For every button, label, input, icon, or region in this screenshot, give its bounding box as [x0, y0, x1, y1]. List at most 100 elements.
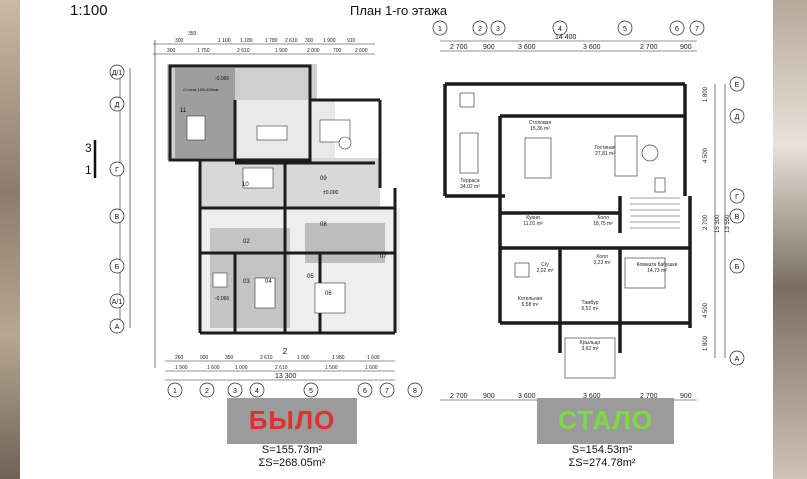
room-name: Гостиная [595, 145, 616, 151]
room-number: 07 [380, 254, 387, 260]
bottom-dim: 2 700 [450, 393, 468, 400]
top-dim-2: 1 750 [197, 48, 210, 54]
top-dim: 2 700 [450, 44, 468, 51]
bottom-dim-2: 1 900 [175, 365, 188, 371]
bottom-dim: 900 [200, 355, 209, 361]
after-label: СТАЛО [537, 398, 674, 444]
bottom-dim: 350 [225, 355, 234, 361]
room-name: Комната бабушки [637, 262, 678, 268]
section-mark: 2 [283, 347, 288, 356]
bottom-dim-2: 2 610 [275, 365, 288, 371]
top-dim: 3 600 [518, 44, 536, 51]
bottom-dim-2: 1 500 [325, 365, 338, 371]
floor-plan-before: 300 350 1 100 1 180 1 780 2 610 300 1 90… [85, 31, 423, 398]
room-number: 10 [242, 182, 249, 188]
top-dim: 3 600 [583, 44, 601, 51]
bottom-dim-2: 1 600 [207, 365, 220, 371]
top-dim: 900 [680, 44, 692, 51]
column-axis-label: 7 [695, 26, 699, 33]
overall-width: 13 300 [275, 373, 297, 380]
top-dim: 2 700 [640, 44, 658, 51]
row-axis-label: Б [735, 264, 740, 271]
top-dim: 1 780 [265, 38, 278, 44]
column-axis-label: 1 [173, 388, 177, 395]
top-dim: 900 [483, 44, 495, 51]
bottom-dim: 1 980 [332, 355, 345, 361]
row-axis-label: Г [735, 194, 739, 201]
before-label: БЫЛО [227, 398, 357, 444]
top-dim: 1 900 [323, 38, 336, 44]
top-dim-2: 2 000 [307, 48, 320, 54]
column-axis-label: 8 [413, 388, 417, 395]
row-axis-label: Д [735, 114, 740, 121]
room-number: 05 [307, 274, 314, 280]
room-area: 2,02 m² [537, 268, 554, 274]
top-dim: 350 [188, 31, 197, 37]
column-axis-label: 3 [233, 388, 237, 395]
row-axis-label: А [115, 324, 120, 331]
top-dim-2: 2 600 [355, 48, 368, 54]
column-axis-label: 2 [205, 388, 209, 395]
room-area: 3,23 m² [594, 260, 611, 266]
bottom-dim: 3 600 [518, 393, 536, 400]
room-name: Кухня [526, 215, 540, 221]
before-total-area: ΣS=268.05m² [258, 457, 326, 469]
right-dim: 2 700 [703, 214, 709, 230]
row-axis-label: Д/1 [112, 70, 123, 77]
column-axis-label: 5 [309, 388, 313, 395]
page-title: План 1-го этажа [350, 3, 448, 18]
background-photo-left [0, 0, 20, 479]
row-axis-label: Д [115, 102, 120, 109]
row-axis-label: В [735, 214, 740, 221]
room-number: 04 [265, 279, 272, 285]
room-area: 18,75 m² [593, 221, 613, 227]
room-area: 3,62 m² [582, 346, 599, 352]
column-axis-label: 7 [385, 388, 389, 395]
bottom-dim: 1 600 [367, 355, 380, 361]
bottom-dim-2: 1 600 [365, 365, 378, 371]
row-axis-label: А [735, 356, 740, 363]
bottom-dim: 260 [175, 355, 184, 361]
column-axis-label: 6 [675, 26, 679, 33]
bottom-dim: 2 610 [260, 355, 273, 361]
background-photo-right [773, 0, 807, 479]
top-dim-2: 1 900 [275, 48, 288, 54]
top-dim: 910 [347, 38, 356, 44]
top-dim-2: 2 610 [237, 48, 250, 54]
overall-width: 14 400 [555, 34, 577, 41]
room-area: 14,73 m² [647, 268, 667, 274]
before-area: S=155.73m² [261, 444, 323, 456]
row-axis-label: А/1 [112, 299, 123, 306]
room-label: Столов 180х180мм [183, 87, 219, 92]
row-axis-label: Е [735, 82, 740, 89]
column-axis-label: 2 [478, 26, 482, 33]
room-number: 06 [325, 291, 332, 297]
room-number: 02 [243, 239, 250, 245]
bottom-dim: 900 [483, 393, 495, 400]
top-dim-2: 300 [167, 48, 176, 54]
room-area: 27,81 m² [595, 151, 615, 157]
floor-plan-after: 1 2 3 4 5 6 7 14 400 2 700 900 3 600 3 6… [432, 20, 745, 401]
column-axis-label: 1 [438, 26, 442, 33]
room-number: 09 [320, 176, 327, 182]
right-dim: 15 300 [715, 214, 721, 233]
level-mark: -0.066 [215, 76, 229, 82]
right-dim: 4 500 [703, 147, 709, 163]
top-dim: 1 180 [240, 38, 253, 44]
row-axis-label: Г [115, 167, 119, 174]
level-mark: -0.066 [215, 296, 229, 302]
right-dim: 4 500 [703, 302, 709, 318]
column-axis-label: 4 [558, 26, 562, 33]
row-axis-label: Б [115, 264, 120, 271]
column-axis-label: 6 [363, 388, 367, 395]
room-name: Холл [596, 254, 608, 260]
column-axis-label: 3 [496, 26, 500, 33]
room-name: Тамбур [582, 300, 599, 306]
row-axis-label: В [115, 214, 120, 221]
bottom-dim: 3 600 [583, 393, 601, 400]
scale-label: 1:100 [70, 2, 108, 19]
drawing-sheet: 1:100 План 1-го этажа 300 350 1 100 1 18… [20, 0, 773, 479]
room-number: 03 [243, 279, 250, 285]
room-name: Столовая [529, 120, 552, 126]
